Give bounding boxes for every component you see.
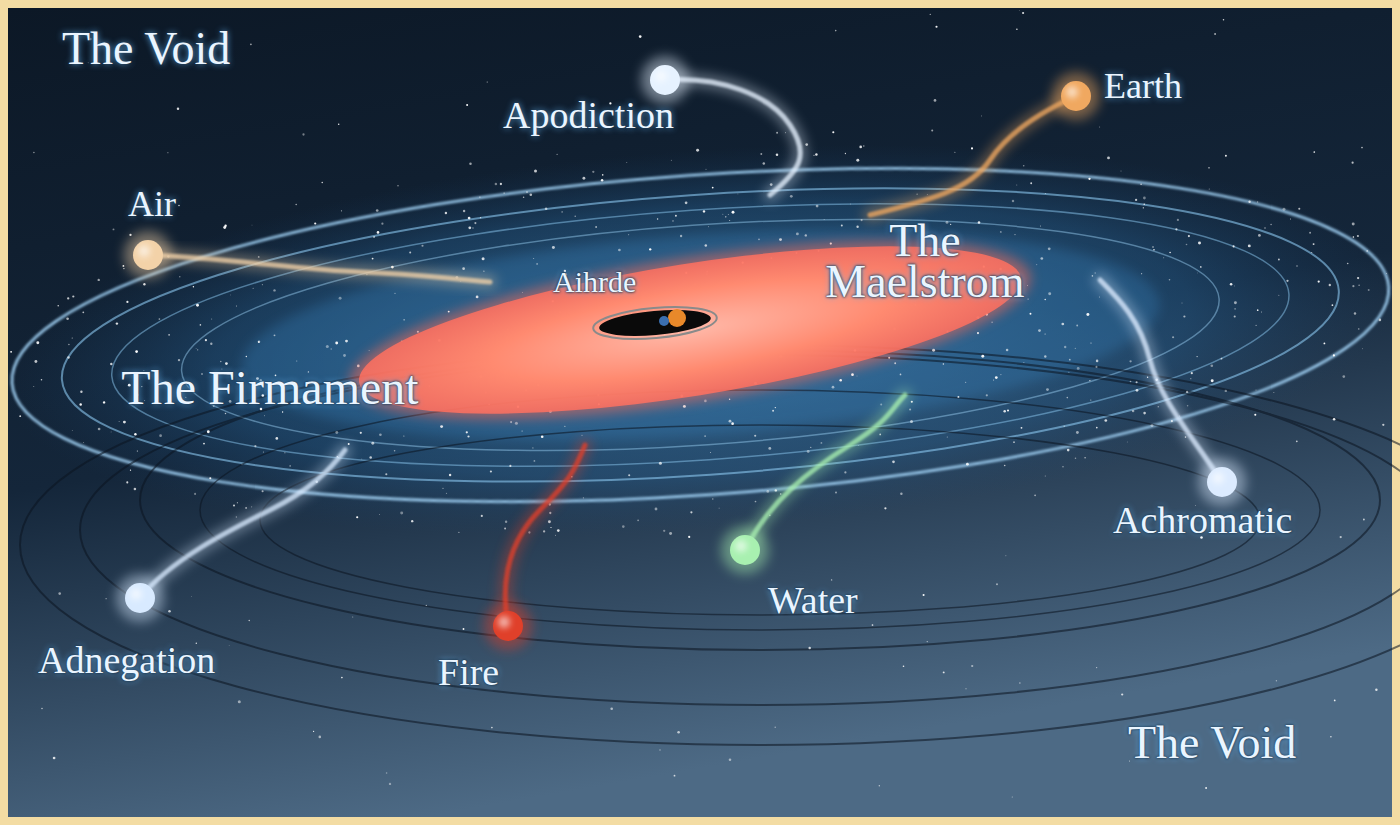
- sphere-name: Earth: [1104, 70, 1182, 102]
- firmament-galaxy: [0, 102, 1400, 579]
- region-name: The Void: [62, 28, 230, 69]
- sphere-name: Fire: [438, 655, 499, 689]
- sphere-name: Adnegation: [38, 643, 215, 677]
- region-name: The Void: [1128, 722, 1296, 763]
- sphere-name: Water: [768, 583, 858, 617]
- swirl-lines: [20, 345, 1400, 745]
- world-name: Aihrde: [553, 268, 636, 295]
- sphere-name: Achromatic: [1113, 503, 1292, 537]
- aihrde-planet: [592, 303, 718, 344]
- comets: [116, 56, 1246, 650]
- region-name: The Firmament: [100, 366, 440, 409]
- region-name: The Maelstrom: [800, 220, 1050, 303]
- sphere-name: Air: [128, 188, 176, 220]
- sphere-name: Apodiction: [503, 98, 674, 132]
- stars: [10, 10, 1387, 797]
